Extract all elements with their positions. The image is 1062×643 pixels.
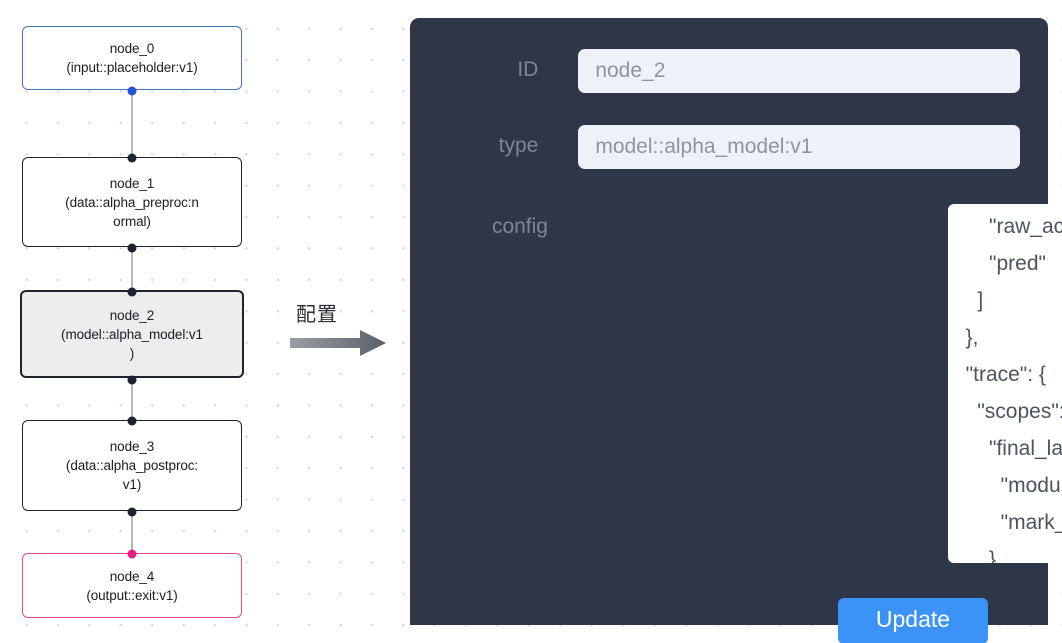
- edge-node1-node2: [131, 247, 133, 291]
- right-arrow-icon: [290, 330, 386, 356]
- node-port-input[interactable]: [127, 549, 137, 559]
- field-row-id: ID node_2: [460, 49, 1020, 93]
- graph-canvas[interactable]: node_0 (input::placeholder:v1) node_1 (d…: [0, 0, 400, 643]
- node-label-line: (input::placeholder:v1): [66, 60, 198, 75]
- config-arrow-group: 配置: [290, 298, 400, 366]
- arrow-label: 配置: [296, 302, 338, 326]
- node-port-input[interactable]: [127, 416, 137, 426]
- update-button[interactable]: Update: [838, 598, 988, 643]
- edge-node2-node3: [131, 377, 133, 419]
- graph-node-node_3[interactable]: node_3 (data::alpha_postproc: v1): [22, 416, 242, 517]
- node-label-line: node_3: [109, 439, 155, 454]
- graph-node-node_2[interactable]: node_2 (model::alpha_model:v1 ): [20, 287, 244, 385]
- edge-node0-node1: [131, 90, 133, 158]
- node-label-line: v1): [122, 477, 142, 492]
- graph-node-node_1[interactable]: node_1 (data::alpha_preproc:n ormal): [22, 153, 242, 253]
- node-label-line: node_4: [109, 568, 155, 584]
- field-row-config: config: [460, 204, 548, 240]
- graph-node-node_0[interactable]: node_0 (input::placeholder:v1): [22, 26, 242, 96]
- node-label-line: ormal): [113, 213, 151, 229]
- node-port-output[interactable]: [127, 243, 137, 253]
- node-label-line: node_0: [109, 41, 155, 56]
- config-textarea[interactable]: "raw_action", "pred" ] }, "trace": { "sc…: [965, 215, 1062, 563]
- node-label-line: (model::alpha_model:v1: [61, 326, 203, 342]
- type-field-label: type: [498, 134, 539, 157]
- node-port-output[interactable]: [127, 86, 137, 96]
- field-row-type: type model::alpha_model:v1: [460, 125, 1020, 169]
- config-field-label: config: [491, 215, 548, 238]
- config-textarea-wrapper[interactable]: "raw_action", "pred" ] }, "trace": { "sc…: [948, 204, 1062, 563]
- node-port-output[interactable]: [127, 507, 137, 517]
- node-port-input[interactable]: [127, 287, 137, 297]
- node-label-line: (data::alpha_preproc:n: [65, 194, 199, 210]
- node-label-line: (output::exit:v1): [86, 587, 178, 603]
- graph-node-node_4[interactable]: node_4 (output::exit:v1): [22, 549, 242, 618]
- edge-node3-node4: [131, 511, 133, 553]
- node-config-panel: ID node_2 type model::alpha_model:v1 con…: [410, 18, 1062, 643]
- node-label-line: node_2: [109, 307, 155, 323]
- node-port-output[interactable]: [127, 375, 137, 385]
- id-input[interactable]: node_2: [578, 49, 1020, 93]
- node-label-line: node_1: [109, 175, 155, 191]
- id-field-label: ID: [517, 58, 539, 81]
- node-label-line: (data::alpha_postproc:: [65, 458, 199, 473]
- node-port-input[interactable]: [127, 153, 137, 163]
- type-input[interactable]: model::alpha_model:v1: [578, 125, 1020, 169]
- node-label-line: ): [129, 345, 135, 361]
